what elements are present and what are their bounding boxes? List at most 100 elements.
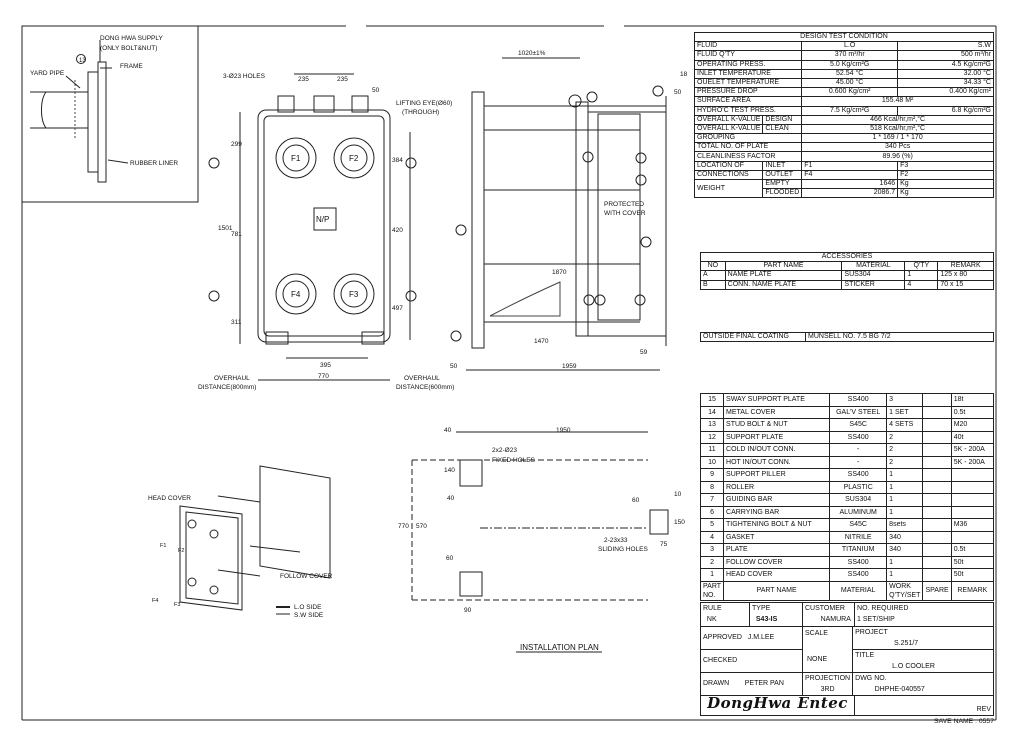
title-cell: TITLE L.O COOLER xyxy=(852,649,994,673)
inlet-label: INLET xyxy=(762,160,803,171)
weight-flooded-label: FLOODED xyxy=(762,188,803,199)
accessories-cell: NAME PLATE xyxy=(724,270,843,281)
dim-150: 150 xyxy=(674,519,685,526)
design-row-cold: 4.5 Kg/cm²G xyxy=(897,59,994,70)
design-row-value: 89.96 (%) xyxy=(801,151,994,162)
design-row-label: TOTAL NO. OF PLATE xyxy=(693,142,803,153)
parts-cell: 1 xyxy=(886,568,924,582)
dim-384: 384 xyxy=(392,157,403,164)
parts-header-material: MATERIAL xyxy=(829,580,888,601)
parts-cell: 10 xyxy=(699,455,725,469)
parts-cell: 1 xyxy=(886,468,924,482)
company-logo: DongHwa Entec xyxy=(707,695,848,713)
dim-40-top: 40 xyxy=(444,427,452,434)
parts-cell: 1 xyxy=(886,555,924,569)
parts-cell: SUPPORT PILLER xyxy=(723,468,831,482)
design-row-label: OPERATING PRESS. xyxy=(693,59,803,70)
outlet-cold: F2 xyxy=(897,169,994,181)
accessories-cell: 125 x 80 xyxy=(937,270,994,281)
parts-cell: 13 xyxy=(699,418,725,432)
parts-cell: 12 xyxy=(699,430,725,444)
weight-label: WEIGHT xyxy=(693,178,764,199)
dim-1020: 1020±1% xyxy=(518,50,546,57)
parts-cell: ALUMINUM xyxy=(829,505,888,519)
design-row-label: GROUPING xyxy=(693,133,803,144)
parts-cell: TITANIUM xyxy=(829,543,888,557)
lifting-eye-label: LIFTING EYE(Ø60) xyxy=(396,100,452,107)
inlet-cold: F3 xyxy=(897,160,994,171)
dim-10: 10 xyxy=(674,491,682,498)
dim-781: 781 xyxy=(231,231,242,238)
parts-cell: 3 xyxy=(886,393,924,407)
weight-empty-unit: Kg xyxy=(897,178,994,190)
lifting-eye-note: (THROUGH) xyxy=(402,109,439,116)
detail-callout-13: 13 xyxy=(79,58,86,64)
parts-cell: 3 xyxy=(699,543,725,557)
coating-row: OUTSIDE FINAL COATING MUNSELL NO. 7.5 BG… xyxy=(700,331,994,343)
save-name: SAVE NAME : 0557 xyxy=(934,718,994,725)
parts-cell: SS400 xyxy=(829,468,888,482)
parts-cell xyxy=(922,505,952,519)
design-row-cold: 34.33 °C xyxy=(897,77,994,89)
type-cell: TYPE S43-IS xyxy=(749,602,803,627)
installation-plan-title: INSTALLATION PLAN xyxy=(520,643,599,652)
accessories-cell: 1 xyxy=(904,270,939,281)
company-logo-cell: DongHwa Entec xyxy=(699,695,856,716)
design-row-value: 466 Kcal/hr,m²,°C xyxy=(801,114,994,125)
parts-cell xyxy=(922,393,952,407)
design-row-cold: S.W xyxy=(897,41,994,52)
parts-cell: 0.5t xyxy=(950,405,995,419)
dim-90: 90 xyxy=(464,607,472,614)
design-row-label: FLUID xyxy=(693,41,803,52)
parts-cell: 7 xyxy=(699,493,725,507)
overhaul-left-distance: DISTANCE(800mm) xyxy=(198,384,256,391)
parts-cell xyxy=(922,405,952,419)
parts-cell: STUD BOLT & NUT xyxy=(723,418,831,432)
parts-cell: 5K - 200A xyxy=(950,455,995,469)
accessories-cell: A xyxy=(700,270,726,281)
parts-cell: SS400 xyxy=(829,393,888,407)
callout-balloons xyxy=(208,85,664,342)
design-row-label: OVERALL K-VALUE xyxy=(693,123,764,135)
parts-cell: SUPPORT PLATE xyxy=(723,430,831,444)
title-block: RULE NK TYPE S43-IS CUSTOMER NAMURA NO. … xyxy=(699,602,994,727)
parts-cell: FOLLOW COVER xyxy=(723,555,831,569)
parts-cell: 340 xyxy=(886,530,924,544)
dim-50: 50 xyxy=(372,87,380,94)
design-row-value: 1 * 169 / 1 * 170 xyxy=(801,133,994,144)
dim-1950: 1950 xyxy=(556,427,571,434)
drawn-cell: DRAWN PETER PAN xyxy=(700,672,803,696)
dim-235-b: 235 xyxy=(337,76,348,83)
design-row-cold: 32.00 °C xyxy=(897,68,994,79)
parts-cell: S45C xyxy=(829,418,888,432)
customer-cell: CUSTOMER NAMURA xyxy=(801,602,856,627)
design-row-label: HYDRO'C TEST PRESS. xyxy=(693,105,803,116)
dwg-no-cell: DWG NO. DHPHE-040557 xyxy=(852,672,994,696)
checked-cell: CHECKED xyxy=(700,649,803,673)
fixed-holes-label: FIXED HOLES xyxy=(492,457,536,464)
design-row-cold: 500 m³/hr xyxy=(897,50,994,61)
port-f4: F4 xyxy=(291,290,301,299)
weight-empty-value: 1646 xyxy=(801,178,899,190)
parts-cell xyxy=(922,518,952,532)
isometric-view-text: HEAD COVER FOLLOW COVER L.O SIDE S.W SID… xyxy=(148,495,333,619)
iso-f2: F2 xyxy=(178,548,184,554)
installation-plan xyxy=(411,431,669,653)
parts-cell xyxy=(922,468,952,482)
detail-frame-label: FRAME xyxy=(120,63,143,70)
parts-cell: GASKET xyxy=(723,530,831,544)
design-row-sub: CLEAN xyxy=(762,123,803,135)
accessories-cell: B xyxy=(700,279,726,290)
